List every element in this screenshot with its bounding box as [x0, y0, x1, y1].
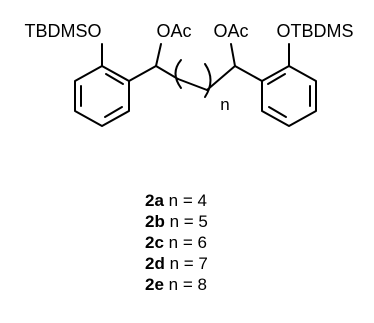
compound-entry: 2b n = 5 — [145, 211, 208, 232]
compound-entry: 2d n = 7 — [145, 253, 208, 274]
compound-n-value: n = 4 — [168, 191, 207, 210]
oac-label-left: OAc — [156, 21, 191, 41]
compound-id: 2b — [145, 212, 165, 231]
compound-entry: 2a n = 4 — [145, 190, 208, 211]
compound-n-value: n = 7 — [169, 254, 208, 273]
tbdmso-label: TBDMSO — [24, 21, 101, 41]
compound-entry: 2c n = 6 — [145, 232, 208, 253]
repeat-unit-brackets — [174, 59, 212, 98]
compound-id: 2e — [145, 275, 164, 294]
oac-label-right: OAc — [213, 21, 248, 41]
compound-n-value: n = 8 — [168, 275, 207, 294]
left-benzene-ring — [74, 65, 130, 127]
compound-n-value: n = 5 — [169, 212, 208, 231]
compound-id: 2c — [145, 233, 164, 252]
compound-id: 2d — [145, 254, 165, 273]
right-benzene-ring — [261, 65, 317, 127]
compound-n-value: n = 6 — [168, 233, 207, 252]
compound-list: 2a n = 4 2b n = 5 2c n = 6 2d n = 7 2e n… — [145, 190, 208, 295]
repeat-subscript-n: n — [220, 95, 229, 114]
compound-id: 2a — [145, 191, 164, 210]
carbon-chain — [101, 43, 290, 91]
otbdms-label: OTBDMS — [276, 21, 353, 41]
compound-entry: 2e n = 8 — [145, 274, 208, 295]
